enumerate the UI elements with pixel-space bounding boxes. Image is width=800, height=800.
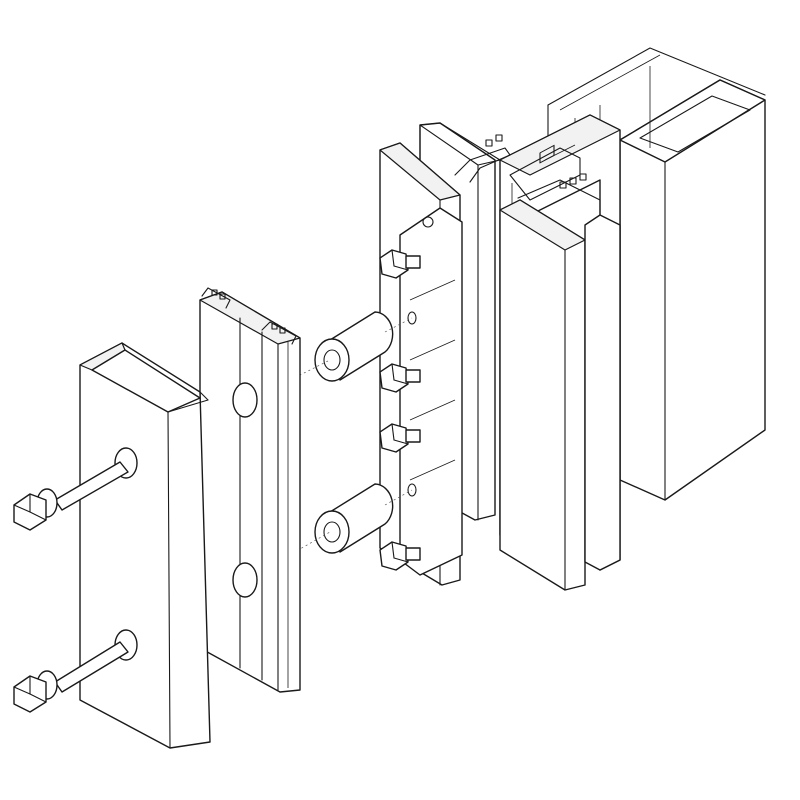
extruded-profile-with-holes (199, 287, 301, 693)
bracket-hex-bolt (379, 363, 421, 393)
cylindrical-spacer (314, 311, 394, 382)
outer-box-frame (547, 47, 766, 501)
front-flat-panel (499, 173, 621, 591)
u-channel-cover (79, 342, 211, 749)
bracket-hex-bolt (379, 541, 421, 571)
long-hex-bolt-washer (13, 641, 129, 713)
bracket-hex-bolt (379, 249, 421, 279)
long-hex-bolt-washer (13, 461, 129, 531)
bracket-hex-bolt (379, 423, 421, 453)
assembly-axis-lines (209, 317, 413, 601)
cylindrical-spacer (314, 483, 394, 554)
